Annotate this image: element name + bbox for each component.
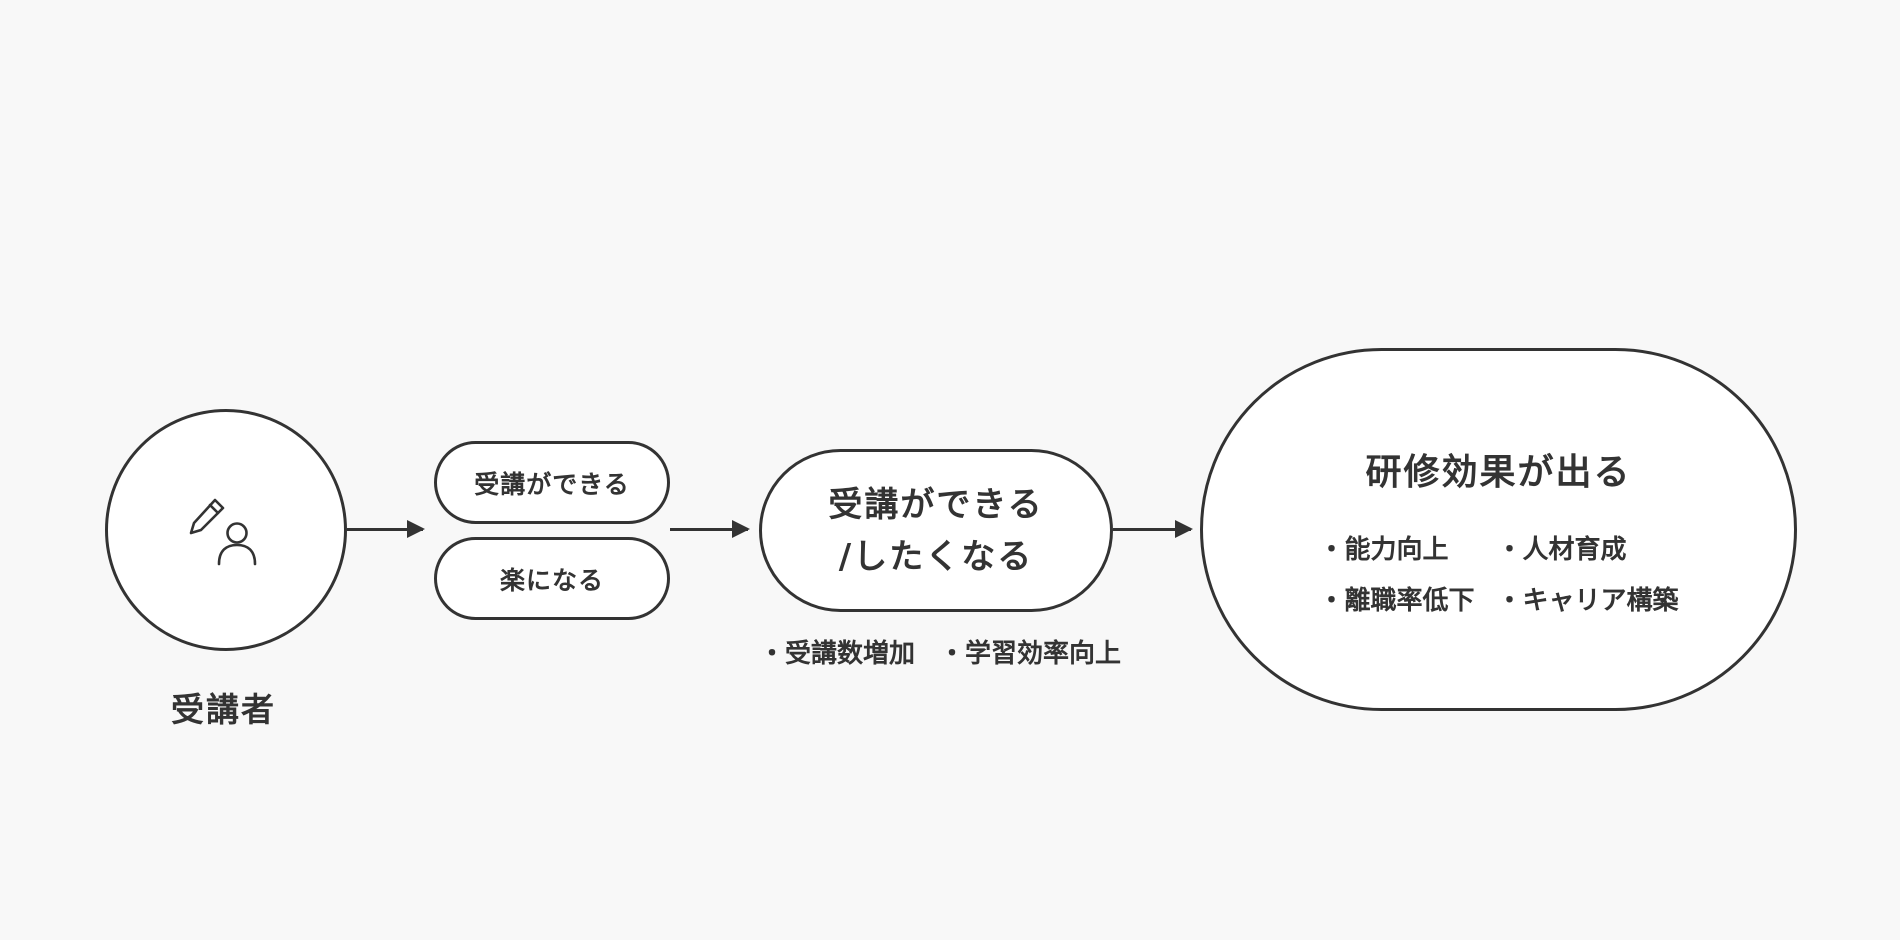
- stage2-bullet: ・受講数増加: [758, 639, 915, 669]
- stage2-line2: /したくなる: [838, 536, 1034, 577]
- arrow-benefits-to-stage2: [670, 520, 750, 538]
- stage3-title: 研修効果が出る: [1365, 451, 1632, 493]
- benefit-can-take-course-label: 受講ができる: [474, 469, 630, 499]
- learner-label: 受講者: [171, 690, 276, 729]
- benefit-can-take-course: 受講ができる: [434, 441, 670, 524]
- benefit-easier-label: 楽になる: [499, 565, 604, 595]
- stage3-bullet: ・キャリア構築: [1496, 585, 1679, 616]
- stage3-bullet: ・人材育成: [1496, 534, 1627, 565]
- stage2-bullet: ・学習効率向上: [939, 639, 1122, 669]
- stage3-bullets: ・能力向上 ・人材育成 ・離職率低下 ・キャリア構築: [1318, 529, 1678, 617]
- benefit-easier: 楽になる: [434, 537, 670, 620]
- stage2-node: 受講ができる /したくなる: [759, 449, 1113, 612]
- stage3-bullet: ・離職率低下: [1318, 585, 1475, 616]
- stage3-node: 研修効果が出る ・能力向上 ・人材育成 ・離職率低下 ・キャリア構築: [1200, 348, 1797, 711]
- arrow-stage2-to-stage3: [1113, 520, 1193, 538]
- stage2-line1: 受講ができる: [828, 484, 1044, 525]
- learner-node: [105, 409, 347, 651]
- stage3-bullet: ・能力向上: [1318, 534, 1449, 565]
- arrow-learner-to-benefits: [347, 520, 425, 538]
- stage2-bullets: ・受講数増加 ・学習効率向上: [750, 633, 1130, 670]
- user-edit-icon: [189, 498, 257, 566]
